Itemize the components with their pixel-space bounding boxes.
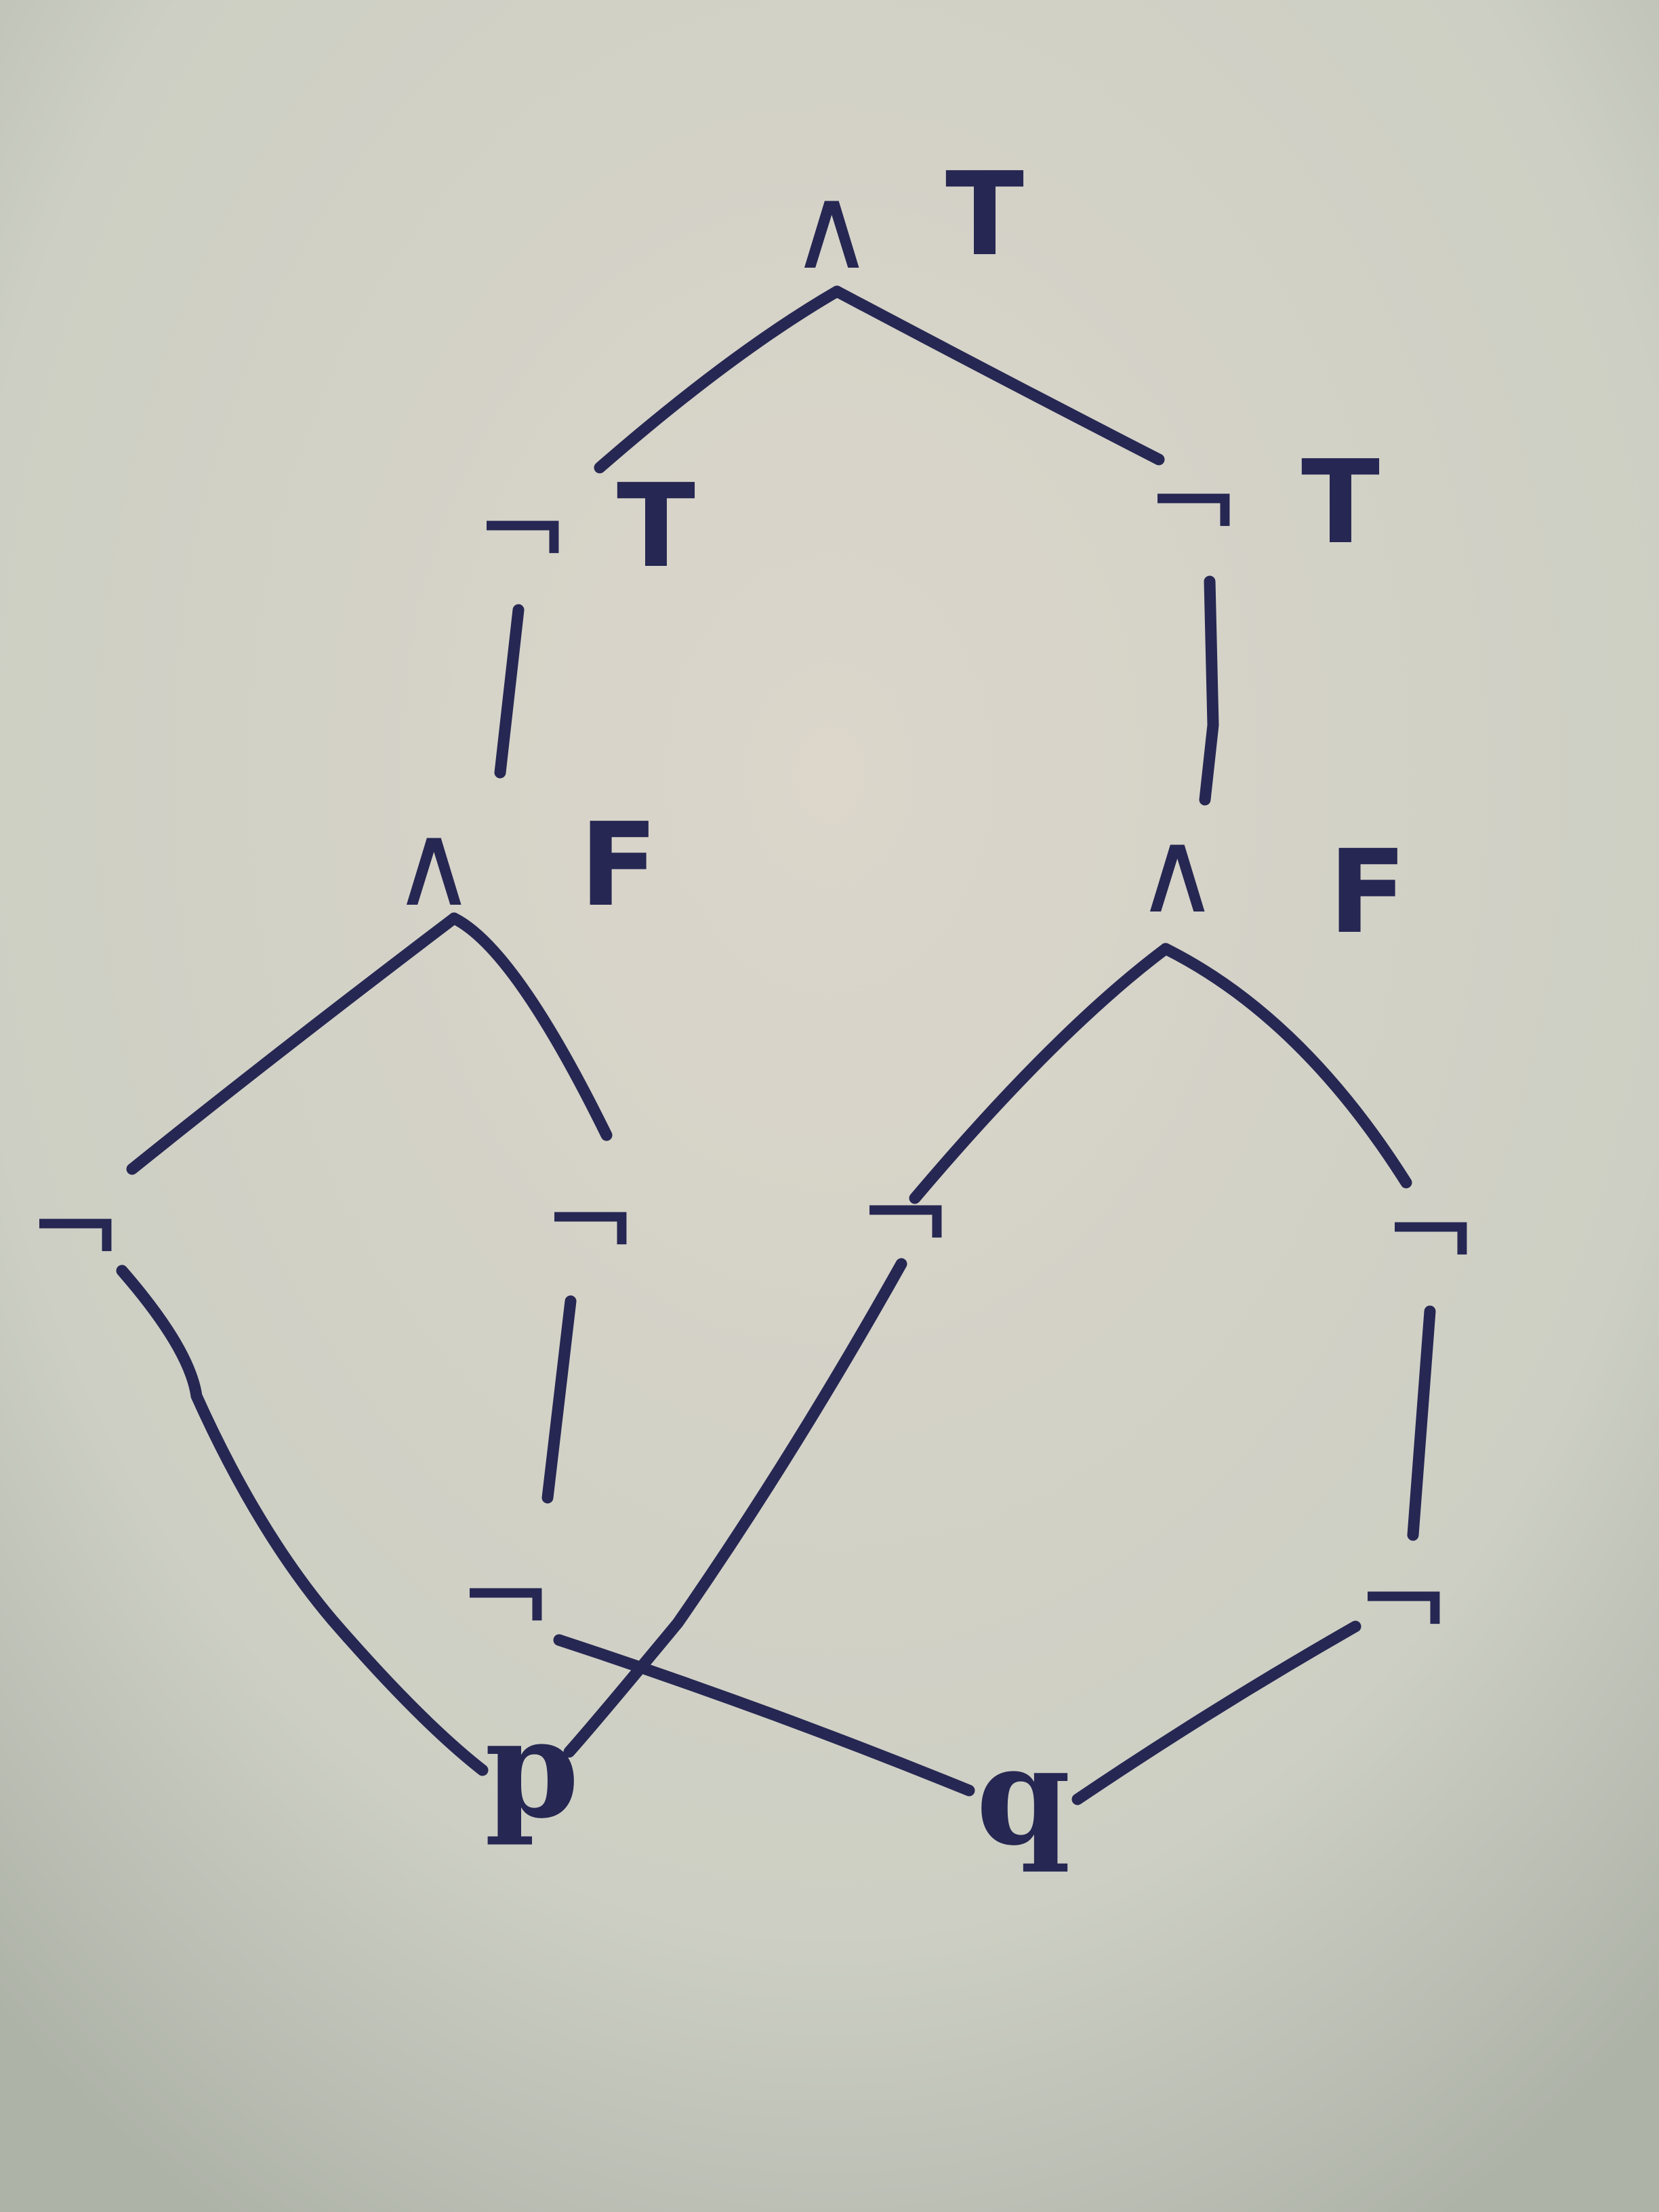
not-right-value: T bbox=[1301, 436, 1380, 570]
and-right-value: F bbox=[1328, 825, 1407, 960]
node-not-r2-inner: ¬ bbox=[1355, 1534, 1452, 1668]
node-not-r1: ¬ bbox=[857, 1147, 954, 1282]
node-not-left: ¬ T bbox=[474, 459, 695, 597]
and-root-operator: ∧ bbox=[790, 161, 874, 295]
edge-not-l1-to-p bbox=[116, 1265, 489, 1776]
and-right-operator: ∧ bbox=[1135, 805, 1219, 939]
variable-p-label: p bbox=[485, 1689, 579, 1849]
not-l1-operator: ¬ bbox=[27, 1161, 123, 1295]
node-not-l2: ¬ bbox=[542, 1154, 638, 1288]
edge-and-left-to-not-l2 bbox=[448, 912, 613, 1141]
not-r1-operator: ¬ bbox=[857, 1147, 954, 1282]
edge-not-l2-inner-to-q bbox=[553, 1634, 975, 1797]
node-and-left: ∧ F bbox=[392, 798, 658, 933]
and-root-value: T bbox=[945, 148, 1024, 282]
not-r2-inner-operator: ¬ bbox=[1355, 1534, 1452, 1668]
edges bbox=[116, 285, 1436, 1805]
edge-and-root-to-not-left bbox=[594, 285, 843, 474]
edge-not-r2-inner-to-q bbox=[1071, 1620, 1361, 1805]
and-left-value: F bbox=[579, 798, 658, 933]
and-left-operator: ∧ bbox=[392, 798, 476, 933]
node-not-right: ¬ T bbox=[1145, 436, 1380, 570]
node-not-r2: ¬ bbox=[1382, 1164, 1479, 1298]
not-r2-operator: ¬ bbox=[1382, 1164, 1479, 1298]
variable-q: q bbox=[976, 1717, 1071, 1876]
edge-and-right-to-not-r1 bbox=[909, 943, 1172, 1204]
variable-q-label: q bbox=[976, 1717, 1071, 1876]
not-l2-inner-operator: ¬ bbox=[457, 1530, 554, 1664]
not-right-operator: ¬ bbox=[1145, 436, 1242, 570]
edge-and-right-to-not-r2 bbox=[1160, 943, 1412, 1189]
not-left-operator: ¬ bbox=[474, 463, 571, 597]
edge-not-right-to-and-right bbox=[1199, 575, 1219, 806]
node-not-l2-inner: ¬ bbox=[457, 1530, 554, 1664]
edge-and-left-to-not-l1 bbox=[126, 912, 460, 1175]
edge-not-r1-to-p bbox=[563, 1258, 907, 1758]
node-and-root: ∧ T bbox=[790, 148, 1024, 295]
edge-not-l2-to-not-l2-inner bbox=[541, 1295, 577, 1504]
not-left-value: T bbox=[617, 459, 695, 594]
edge-and-root-to-not-right bbox=[831, 285, 1165, 466]
node-and-right: ∧ F bbox=[1135, 805, 1407, 960]
edge-not-r2-to-not-r2-inner bbox=[1407, 1305, 1436, 1541]
edge-not-left-to-and-left bbox=[494, 604, 525, 779]
node-not-l1: ¬ bbox=[27, 1161, 123, 1295]
not-l2-operator: ¬ bbox=[542, 1154, 638, 1288]
variable-p: p bbox=[485, 1689, 579, 1849]
